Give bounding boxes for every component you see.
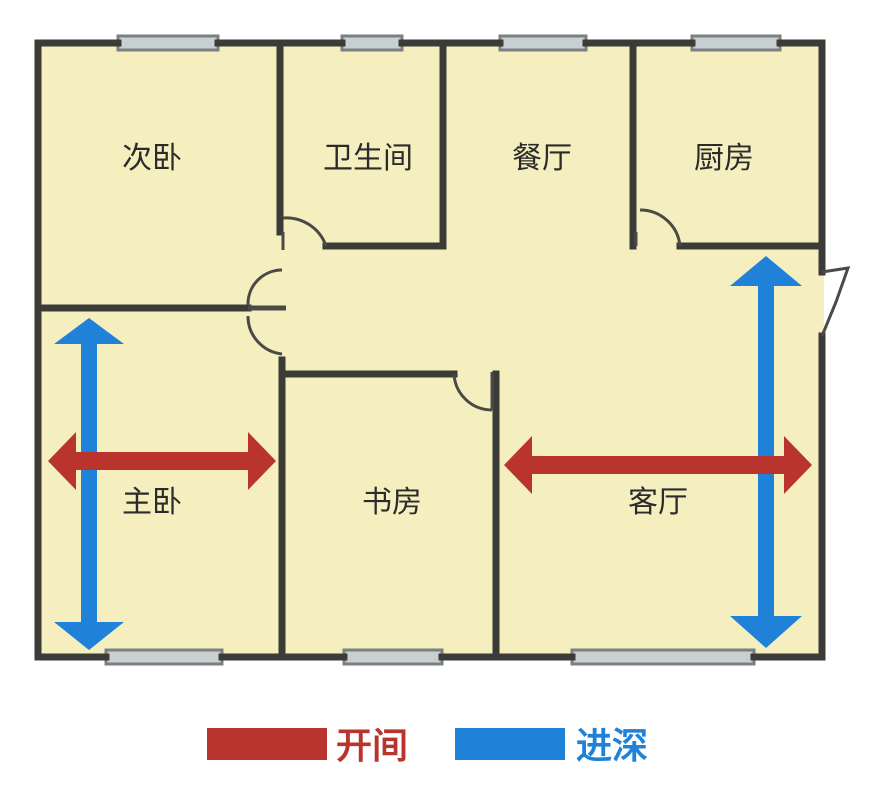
- window: [116, 34, 220, 52]
- legend-label-kaijian: 开间: [336, 726, 408, 767]
- doors: [246, 208, 851, 412]
- room-label-bathroom: 卫生间: [323, 141, 413, 176]
- window: [690, 34, 782, 52]
- room-label-kitchen: 厨房: [694, 141, 754, 176]
- kaijian-arrow-master-bedroom: [48, 432, 276, 490]
- room-label-study: 书房: [362, 485, 422, 520]
- legend-label-jinshen: 进深: [576, 726, 648, 767]
- window: [104, 648, 224, 666]
- window: [340, 34, 404, 52]
- room-labels: 次卧 卫生间 餐厅 厨房 主卧 书房 客厅: [122, 141, 754, 520]
- window: [342, 648, 444, 666]
- kaijian-arrows: [48, 432, 812, 494]
- jinshen-arrow-living-room: [730, 256, 802, 648]
- walls: [34, 39, 826, 661]
- room-label-dining-room: 餐厅: [512, 141, 572, 176]
- window: [570, 648, 756, 666]
- jinshen-arrow-master-bedroom: [54, 318, 124, 650]
- room-label-second-bedroom: 次卧: [122, 141, 182, 176]
- legend: 开间 进深: [207, 726, 648, 767]
- room-label-master-bedroom: 主卧: [122, 485, 182, 520]
- legend-swatch-kaijian: [207, 728, 327, 760]
- jinshen-arrows: [54, 256, 802, 650]
- floor-area: [38, 42, 824, 658]
- kaijian-arrow-living-room: [504, 436, 812, 494]
- window: [498, 34, 588, 52]
- legend-swatch-jinshen: [455, 728, 565, 760]
- room-label-living-room: 客厅: [628, 485, 688, 520]
